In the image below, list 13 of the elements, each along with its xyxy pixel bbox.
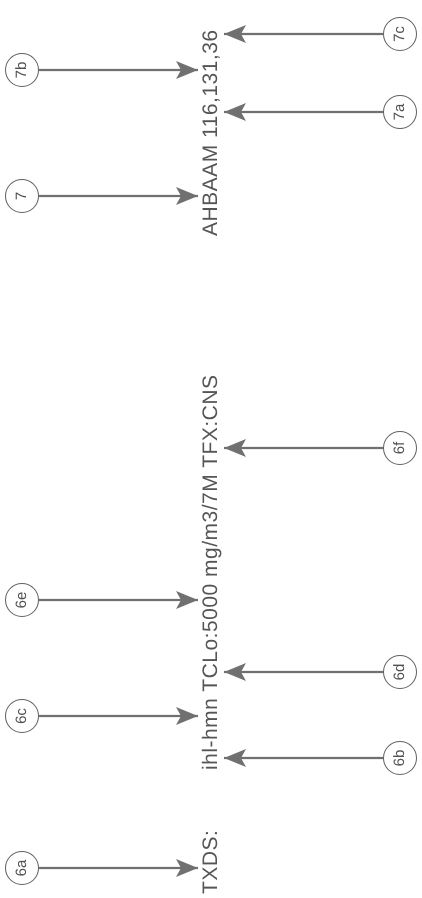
arrow xyxy=(224,25,383,43)
arrow xyxy=(39,187,198,205)
arrow xyxy=(224,663,383,681)
arrow xyxy=(224,749,383,767)
arrow xyxy=(224,103,383,121)
text-label: TXDS: xyxy=(198,830,224,894)
arrow xyxy=(39,61,198,79)
arrow xyxy=(39,707,198,725)
text-label: AHBAAM 116,131,36 xyxy=(198,29,224,236)
text-label: ihl-hmn TCLo:5000 mg/m3/7M TFX:CNS xyxy=(198,374,224,770)
arrow xyxy=(39,591,198,609)
arrow xyxy=(39,859,198,877)
arrow xyxy=(224,439,383,457)
